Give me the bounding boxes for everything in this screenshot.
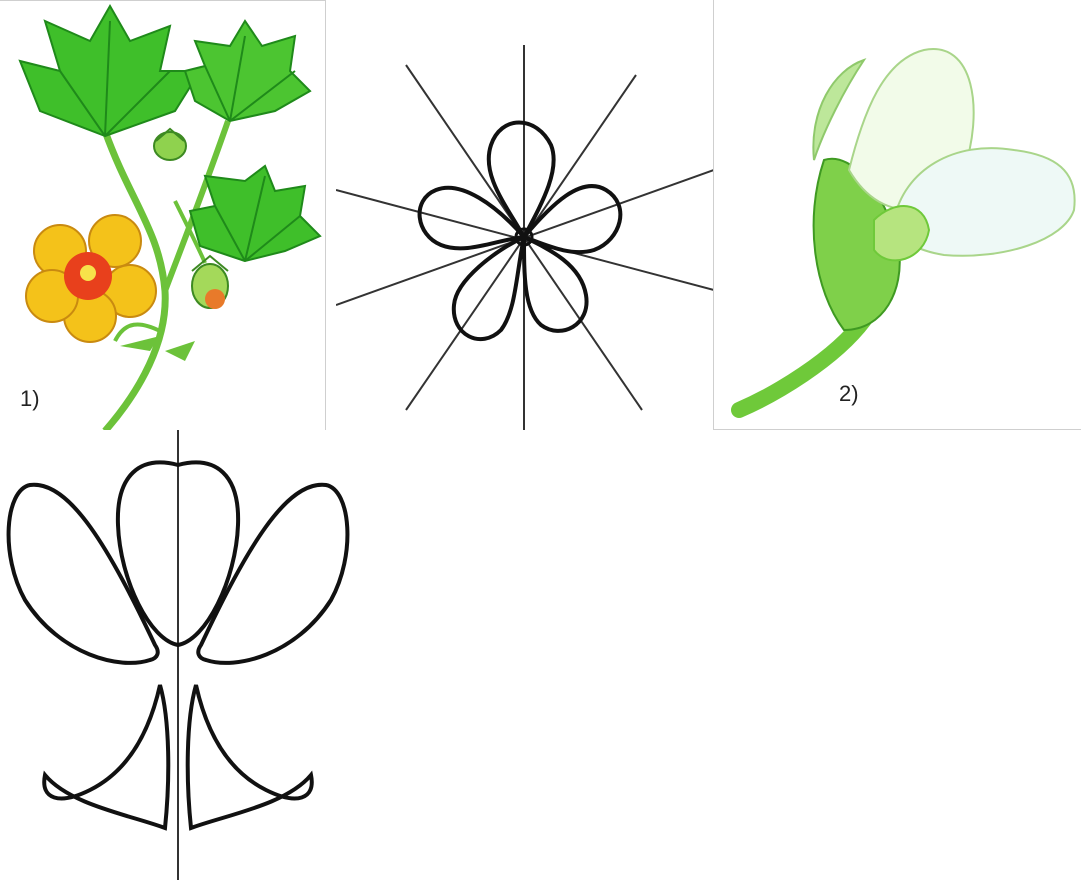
leaf-top-right xyxy=(185,21,310,121)
radial-symmetry-diagram xyxy=(336,45,714,430)
pea-flower-drawing xyxy=(714,0,1081,430)
leaf-right-middle xyxy=(190,166,320,261)
bud-right xyxy=(192,256,228,309)
plant-illustration: 1) xyxy=(0,0,326,430)
zygomorphic-diagram-drawing xyxy=(0,430,360,880)
radial-diagram-drawing xyxy=(336,45,714,430)
left-keel-outline xyxy=(44,685,168,828)
keel-petal xyxy=(874,206,929,260)
leaf-top-left xyxy=(20,6,200,136)
bilateral-symmetry-diagram xyxy=(0,430,360,880)
right-keel-outline xyxy=(188,685,312,828)
figure-label-1: 1) xyxy=(20,386,40,412)
bud-top xyxy=(154,129,186,160)
left-wing-outline xyxy=(9,485,158,663)
bract-right xyxy=(165,341,195,361)
plant-drawing xyxy=(0,1,326,430)
right-wing-outline xyxy=(198,485,347,663)
figure-label-2: 2) xyxy=(839,381,859,407)
pea-flower-illustration: 2) xyxy=(713,0,1081,430)
